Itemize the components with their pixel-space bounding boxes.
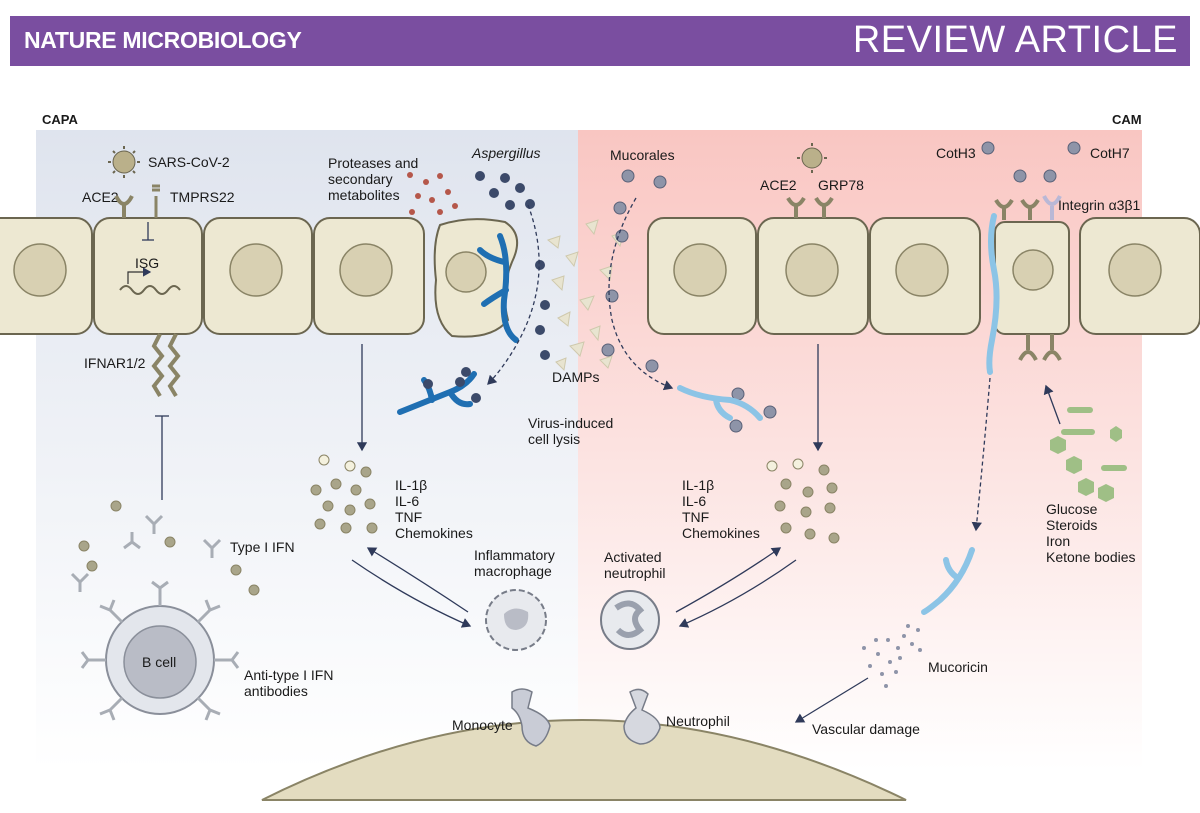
cam-title: CAM xyxy=(1112,112,1142,127)
neutrophil-icon xyxy=(623,688,661,745)
b-cell-label: B cell xyxy=(142,654,176,670)
grp78-label: GRP78 xyxy=(818,177,864,193)
type1-ifn-label: Type I IFN xyxy=(230,539,295,555)
risk-2: Steroids xyxy=(1046,517,1097,533)
coth3-label: CotH3 xyxy=(936,145,976,161)
antibodies-free xyxy=(70,514,222,592)
journal-name: NATURE MICROBIOLOGY xyxy=(24,27,302,53)
nucleus-left xyxy=(13,243,393,297)
b-cell-icon xyxy=(80,580,240,721)
nucleus-right xyxy=(673,243,1162,297)
cytokines-right xyxy=(766,458,840,544)
cyto-left-4: Chemokines xyxy=(395,525,473,541)
macrophage-icon xyxy=(485,589,547,651)
arrow-vascular-damage xyxy=(794,677,869,723)
risk-4: Ketone bodies xyxy=(1046,549,1136,565)
cytokines-left xyxy=(310,454,378,534)
sars-cov-2-label: SARS-CoV-2 xyxy=(148,154,230,170)
coth-spores xyxy=(981,141,1081,183)
neutrophil-label: Neutrophil xyxy=(666,713,730,729)
virus-lysis-line1: Virus-induced xyxy=(528,415,613,431)
hypha-conidia xyxy=(423,367,481,403)
risk-factor-molecules xyxy=(1050,407,1127,502)
ifnar-label: IFNAR1/2 xyxy=(84,355,146,371)
arrow-cytokine-macrophage xyxy=(351,559,472,628)
isg-dna xyxy=(119,285,181,295)
neutrophil-act-line1: Activated xyxy=(604,549,662,565)
macrophage-line2: macrophage xyxy=(474,563,552,579)
integrin-receptor xyxy=(1042,195,1062,220)
mucorales-spores xyxy=(601,169,777,433)
anti-ifn-line2: antibodies xyxy=(244,683,308,699)
damps-label: DAMPs xyxy=(552,369,599,385)
mucoricin-label: Mucoricin xyxy=(928,659,988,675)
risk-3: Iron xyxy=(1046,533,1070,549)
ifn-particles xyxy=(78,500,260,596)
monocyte-icon xyxy=(511,688,551,747)
proteases-line1: Proteases and xyxy=(328,155,418,171)
infected-nucleus xyxy=(445,251,487,293)
cyto-left-2: IL-6 xyxy=(395,493,419,509)
proteases-line2: secondary xyxy=(328,171,393,187)
tmprss2-receptor xyxy=(152,184,160,218)
ace2-right-label: ACE2 xyxy=(760,177,797,193)
blood-vessel xyxy=(261,719,907,801)
aspergillus-label: Aspergillus xyxy=(471,145,540,161)
aspergillus-path-arrow xyxy=(487,204,540,385)
integrin-label: Integrin α3β1 xyxy=(1058,197,1141,213)
activated-neutrophil-icon xyxy=(600,590,660,650)
cyto-right-2: IL-6 xyxy=(682,493,706,509)
neutrophil-act-line2: neutrophil xyxy=(604,565,666,581)
aspergillus-hypha-invading xyxy=(477,233,519,343)
arrow-cytokine-neutrophil xyxy=(678,559,797,628)
ifnar-receptor xyxy=(151,333,181,398)
journal-banner: NATURE MICROBIOLOGY REVIEW ARTICLE xyxy=(10,16,1190,66)
monocyte-label: Monocyte xyxy=(452,717,513,733)
cyto-left-1: IL-1β xyxy=(395,477,427,493)
anti-ifn-line1: Anti-type I IFN xyxy=(244,667,333,683)
ace2-right-receptor xyxy=(786,196,806,218)
proteases-line3: metabolites xyxy=(328,187,400,203)
mucorales-hypha-free xyxy=(677,385,763,421)
protease-particles xyxy=(407,172,458,215)
cyto-right-3: TNF xyxy=(682,509,709,525)
isg-label: ISG xyxy=(135,255,159,271)
mucorales-path-arrow xyxy=(608,197,674,391)
arrow-risk-factors xyxy=(1043,384,1061,425)
damps-debris xyxy=(546,219,625,372)
ace2-left-receptor xyxy=(114,195,134,218)
grp78-receptor xyxy=(814,196,834,218)
cyto-right-4: Chemokines xyxy=(682,525,760,541)
sars-cov-2-right-icon xyxy=(797,143,827,173)
cam-receptors xyxy=(994,198,1040,220)
cyto-left-3: TNF xyxy=(395,509,422,525)
tmprss2-label: TMPRS22 xyxy=(170,189,235,205)
mucoricin-particles xyxy=(862,624,922,688)
vascular-damage-label: Vascular damage xyxy=(812,721,920,737)
risk-1: Glucose xyxy=(1046,501,1098,517)
coth7-label: CotH7 xyxy=(1090,145,1130,161)
virus-lysis-line2: cell lysis xyxy=(528,431,580,447)
sars-cov-2-icon xyxy=(108,146,140,178)
epithelium-left xyxy=(0,217,425,335)
mucorales-hypha-deep xyxy=(921,547,975,615)
article-type: REVIEW ARTICLE xyxy=(852,19,1178,61)
basal-receptors xyxy=(1018,334,1062,361)
capa-title: CAPA xyxy=(42,112,78,127)
mucorales-hypha-invading xyxy=(986,213,1000,375)
cyto-right-1: IL-1β xyxy=(682,477,714,493)
arrow-neutrophil-feedback xyxy=(675,547,782,613)
aspergillus-conidia xyxy=(475,171,550,360)
ace2-left-label: ACE2 xyxy=(82,189,119,205)
arrow-hypha-down xyxy=(971,377,991,532)
mucorales-label: Mucorales xyxy=(610,147,675,163)
arrow-macrophage-feedback xyxy=(366,547,469,613)
macrophage-line1: Inflammatory xyxy=(474,547,555,563)
isg-promoter-arrow xyxy=(127,267,152,284)
